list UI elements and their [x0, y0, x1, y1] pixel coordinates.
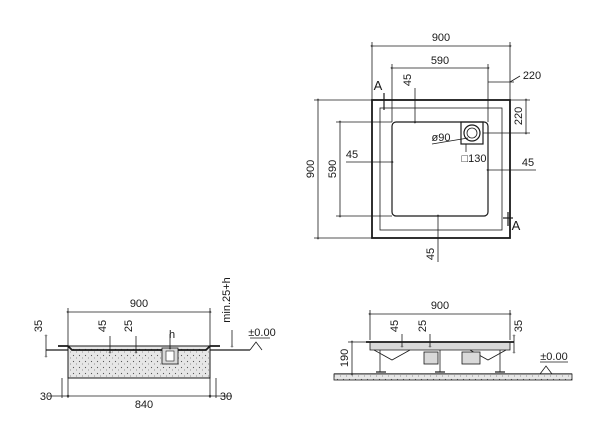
side-dim-35: 35 — [513, 320, 525, 332]
top-inner-height-590: 590 — [327, 160, 339, 178]
section-dim-h: h — [169, 329, 175, 341]
top-inner-width-590: 590 — [431, 55, 449, 67]
section-base-840: 840 — [135, 399, 153, 411]
top-width-900: 900 — [432, 32, 450, 44]
side-tray-body — [369, 341, 511, 351]
rim-top-45: 45 — [402, 74, 414, 86]
rim-right-45: 45 — [522, 157, 534, 169]
top-height-900: 900 — [305, 160, 317, 178]
side-height-190: 190 — [339, 349, 351, 367]
side-width-900: 900 — [431, 300, 449, 312]
side-view: 900 45 25 35 190 ±0.00 — [333, 300, 573, 381]
drain-inner-circle — [466, 127, 478, 139]
section-view: 900 35 45 25 h min.25+h ±0. — [33, 277, 276, 411]
drain-offset-vertical-220: 220 — [513, 107, 525, 125]
side-floor — [333, 373, 573, 381]
side-level-label: ±0.00 — [540, 351, 567, 363]
section-edge-right-30: 30 — [220, 391, 232, 403]
side-dim-25: 25 — [417, 320, 429, 332]
rim-bottom-45: 45 — [425, 248, 437, 260]
tray-outer-outline — [371, 99, 511, 239]
section-level-label: ±0.00 — [248, 327, 275, 339]
tray-shell-profile — [58, 345, 220, 351]
section-edge-left-30: 30 — [40, 391, 52, 403]
drain-diameter-label: ø90 — [432, 132, 451, 144]
section-dim-25: 25 — [123, 320, 135, 332]
drain-offset-horizontal-220: 220 — [523, 70, 541, 82]
section-width-900: 900 — [130, 298, 148, 310]
section-mark-a-bottom: A — [512, 218, 521, 233]
tray-rim-outline — [379, 107, 503, 231]
drain-square-label: □130 — [462, 153, 487, 165]
section-min-label: min.25+h — [221, 277, 233, 323]
section-depth-35: 35 — [33, 320, 45, 332]
top-view: 900 590 220 220 45 A A 900 590 — [305, 32, 541, 262]
side-trap-body — [461, 351, 481, 365]
section-mark-a-top: A — [374, 78, 383, 93]
side-dim-45: 45 — [389, 320, 401, 332]
rim-left-45: 45 — [346, 149, 358, 161]
side-drain-body — [423, 351, 439, 365]
drain-circle — [463, 124, 481, 142]
section-dim-45: 45 — [97, 320, 109, 332]
